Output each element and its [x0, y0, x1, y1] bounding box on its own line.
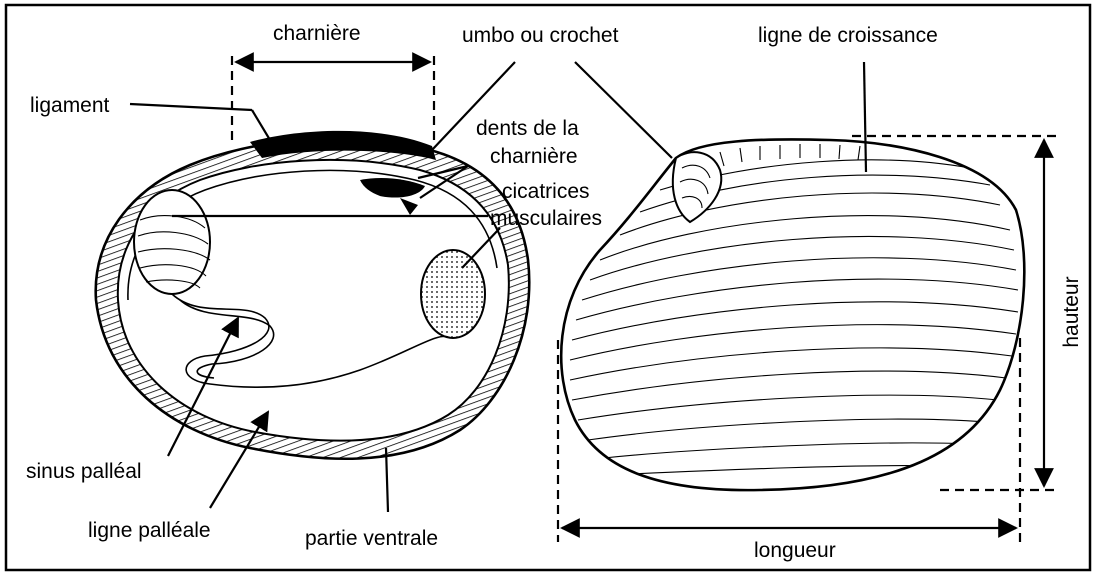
croissance-leader — [864, 62, 866, 172]
label-ligne-croissance: ligne de croissance — [758, 24, 938, 47]
label-ligament: ligament — [30, 94, 110, 117]
label-partie-ventrale: partie ventrale — [305, 527, 438, 550]
umbo-beak — [673, 152, 721, 222]
ligament-leader — [130, 104, 252, 110]
label-sinus: sinus palléal — [26, 460, 142, 483]
anterior-muscle-scar — [134, 190, 210, 294]
label-dents-1: dents de la — [476, 117, 579, 140]
label-longueur: longueur — [754, 539, 836, 562]
umbo-leader-right — [575, 62, 672, 158]
ventrale-leader — [386, 448, 388, 512]
label-hauteur: hauteur — [1060, 276, 1083, 347]
label-cicatrices-2: musculaires — [490, 207, 602, 230]
posterior-muscle-scar — [421, 250, 485, 338]
ligament-leader-2 — [252, 110, 270, 140]
label-charniere: charnière — [273, 22, 361, 45]
exterior-shell-outline — [561, 139, 1024, 490]
label-cicatrices-1: cicatrices — [502, 180, 590, 203]
label-umbo: umbo ou crochet — [462, 24, 619, 47]
left-shell-interior — [96, 131, 530, 459]
dorsal-hatching — [720, 144, 860, 166]
right-shell-exterior — [561, 139, 1024, 490]
label-ligne-palleale: ligne palléale — [88, 519, 211, 542]
label-dents-2: charnière — [490, 145, 578, 168]
